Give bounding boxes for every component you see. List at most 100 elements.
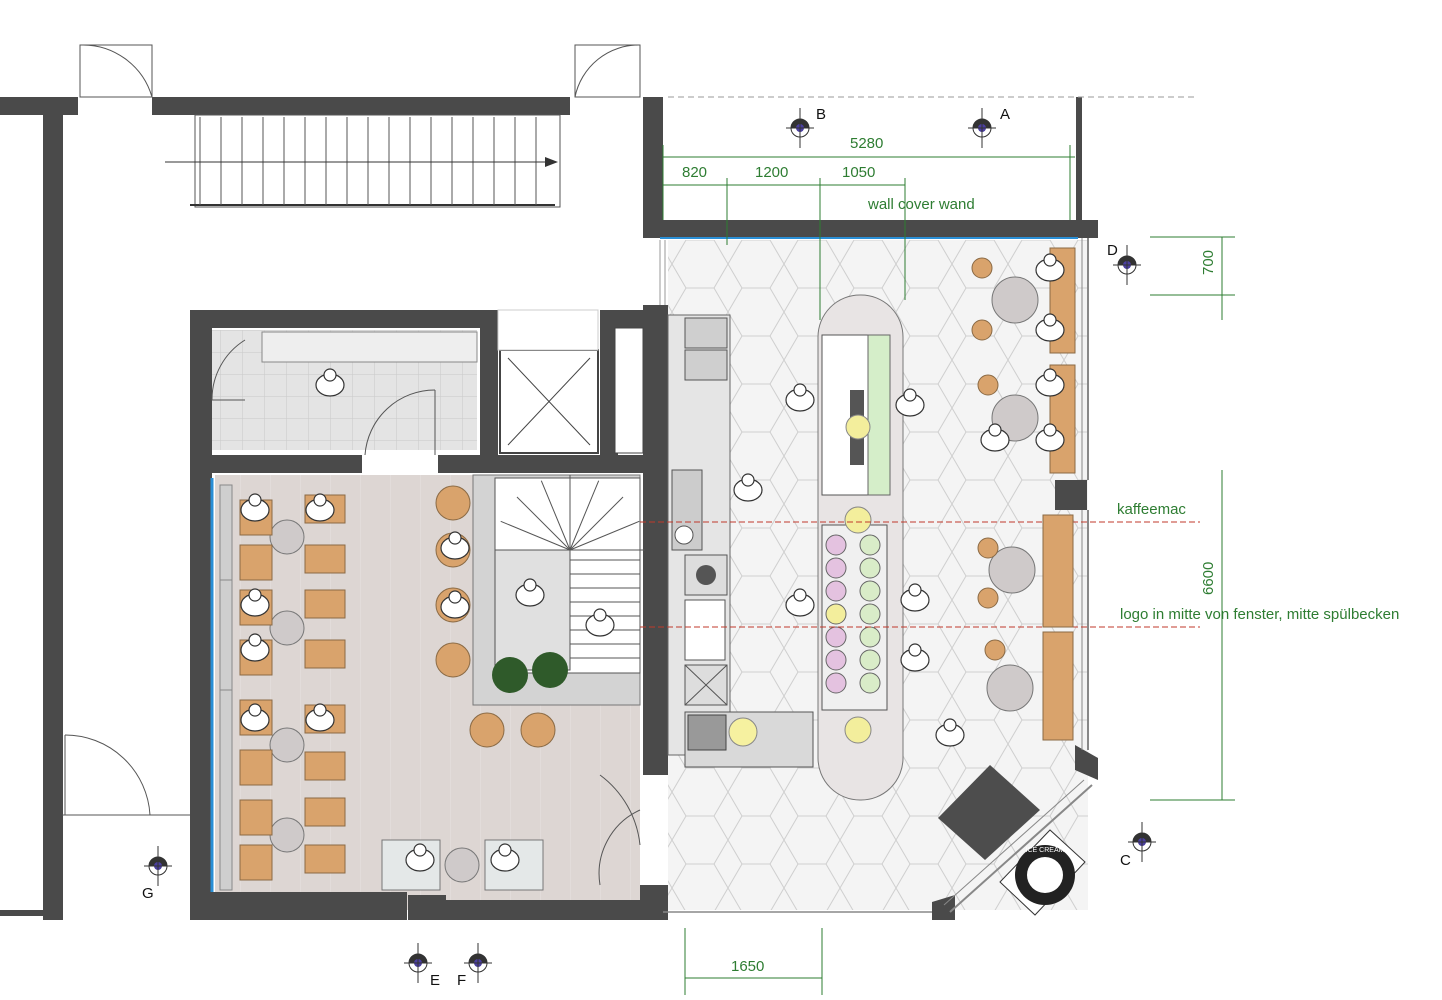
kitchen-counter xyxy=(667,314,814,768)
staircase-top xyxy=(190,114,561,208)
dim-right-top: 700 xyxy=(1200,250,1217,275)
marker-label-f: F xyxy=(457,972,466,989)
spiral-step xyxy=(540,480,571,551)
logo-text: ICE CREAM xyxy=(1026,847,1065,854)
person-head xyxy=(248,703,262,717)
wc-counter xyxy=(261,331,478,363)
stool xyxy=(984,639,1006,661)
ice-tub xyxy=(825,534,847,556)
stool xyxy=(977,374,999,396)
note-wall-cover: wall cover wand xyxy=(867,196,975,213)
person-head xyxy=(448,590,462,604)
person-head xyxy=(593,608,607,622)
person-head xyxy=(1043,253,1057,267)
marker-label-b: B xyxy=(816,106,826,123)
ice-tub xyxy=(859,603,881,625)
dim-seg3: 1050 xyxy=(842,164,875,181)
table xyxy=(269,817,305,853)
person-head xyxy=(908,643,922,657)
note-coffee-machine: kaffeemac xyxy=(1117,501,1186,518)
stool xyxy=(435,642,471,678)
ice-tub xyxy=(859,534,881,556)
spiral-step xyxy=(516,496,571,551)
marker-label-e: E xyxy=(430,972,440,989)
elevator-shaft xyxy=(497,309,644,454)
table xyxy=(444,847,480,883)
stool xyxy=(469,712,505,748)
chair xyxy=(304,751,346,781)
person-head xyxy=(943,718,957,732)
person-head xyxy=(903,388,917,402)
person-head xyxy=(793,588,807,602)
walls xyxy=(0,97,1098,920)
stool xyxy=(977,587,999,609)
spiral-step xyxy=(569,480,600,551)
table xyxy=(991,276,1039,324)
ice-tub xyxy=(825,580,847,602)
doors xyxy=(62,44,641,886)
people-figures xyxy=(240,253,1065,872)
person-head xyxy=(741,473,755,487)
dim-right-main: 6600 xyxy=(1200,562,1217,595)
lounge-seating xyxy=(219,484,556,891)
person-head xyxy=(793,383,807,397)
chair xyxy=(239,749,273,786)
spiral-step xyxy=(569,520,640,551)
person-head xyxy=(498,843,512,857)
marker-label-d: D xyxy=(1107,242,1118,259)
marker-label-g: G xyxy=(142,885,154,902)
dim-total-width: 5280 xyxy=(850,135,883,152)
ice-tub xyxy=(859,649,881,671)
person-head xyxy=(313,493,327,507)
person-head xyxy=(248,588,262,602)
ice-tub xyxy=(825,649,847,671)
person-head xyxy=(413,843,427,857)
stool xyxy=(971,257,993,279)
chair xyxy=(304,544,346,574)
marker-label-a: A xyxy=(1000,106,1010,123)
ice-cream-logo: ICE CREAM xyxy=(999,829,1086,916)
person-head xyxy=(523,578,537,592)
chair xyxy=(304,797,346,827)
facade-window xyxy=(659,237,1093,913)
chair xyxy=(304,639,346,669)
person-head xyxy=(313,703,327,717)
person-head xyxy=(908,583,922,597)
chair xyxy=(239,844,273,881)
table xyxy=(988,546,1036,594)
section-markers xyxy=(144,108,1156,983)
person-head xyxy=(1043,423,1057,437)
person-head xyxy=(323,368,337,382)
chair xyxy=(239,799,273,836)
spiral-stair-lines xyxy=(495,475,645,659)
spiral-step xyxy=(500,520,571,551)
person-head xyxy=(248,493,262,507)
person-head xyxy=(248,633,262,647)
stool xyxy=(435,485,471,521)
ice-tub xyxy=(859,580,881,602)
chair xyxy=(304,589,346,619)
table xyxy=(269,727,305,763)
dim-seg1: 820 xyxy=(682,164,707,181)
stool xyxy=(520,712,556,748)
chair xyxy=(304,844,346,874)
right-tables xyxy=(971,257,1039,712)
note-logo: logo in mitte von fenster, mitte spülbec… xyxy=(1120,606,1399,623)
dim-seg2: 1200 xyxy=(755,164,788,181)
ice-tub xyxy=(825,626,847,648)
person-head xyxy=(988,423,1002,437)
ice-tub xyxy=(825,557,847,579)
ice-tub xyxy=(859,672,881,694)
ice-tub xyxy=(825,603,847,625)
stool xyxy=(977,537,999,559)
stair-arrow xyxy=(165,157,558,167)
dimension-lines xyxy=(662,96,1235,995)
spiral-step xyxy=(569,496,624,551)
person-head xyxy=(1043,313,1057,327)
ice-cream-tubs xyxy=(825,534,881,694)
person-head xyxy=(1043,368,1057,382)
table xyxy=(991,394,1039,442)
table xyxy=(986,664,1034,712)
stair-steps xyxy=(199,117,537,205)
